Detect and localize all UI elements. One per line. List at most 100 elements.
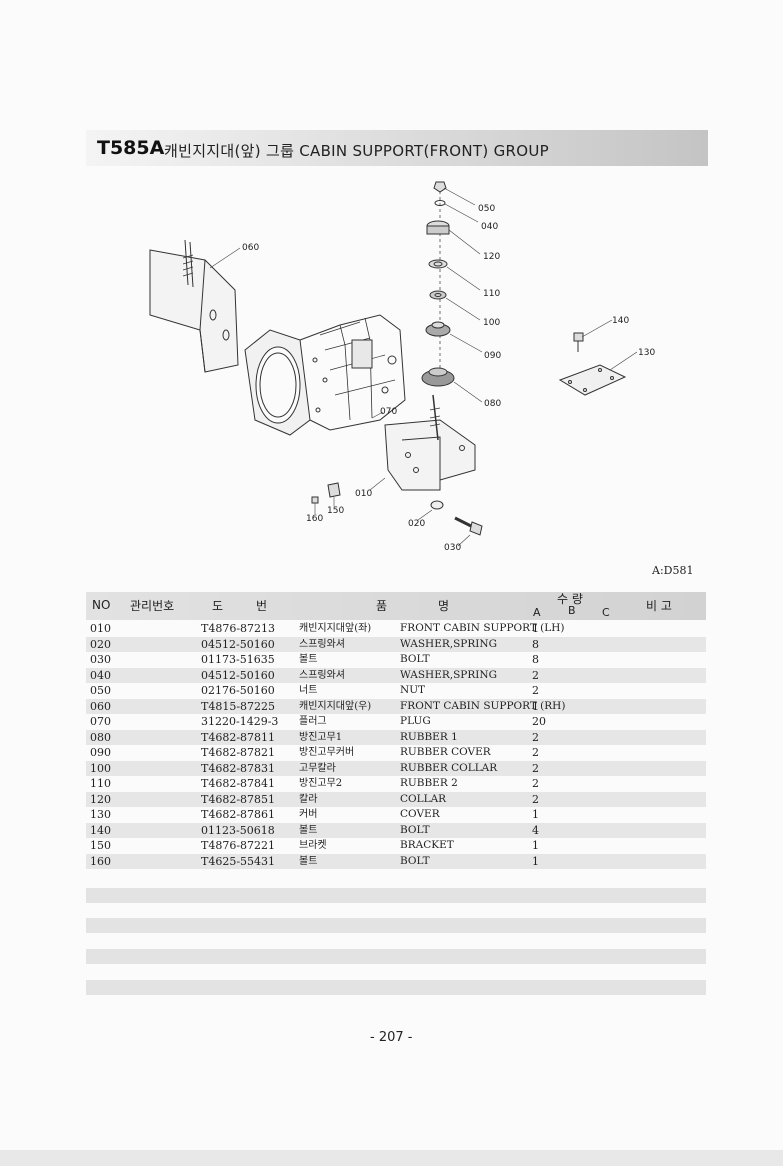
row-english-name: WASHER,SPRING — [400, 668, 497, 681]
row-qty-a: 1 — [532, 854, 539, 868]
row-english-name: RUBBER COLLAR — [400, 761, 498, 774]
row-english-name: COVER — [400, 808, 440, 820]
row-part-number: T4682-87861 — [201, 808, 276, 821]
row-no: 070 — [90, 715, 111, 728]
row-korean-name: 플러그 — [299, 716, 327, 727]
header-no: NO — [92, 598, 111, 612]
row-korean-name: 커버 — [299, 809, 318, 820]
part-010-bracket — [384, 394, 476, 491]
callout-100: 100 — [483, 318, 500, 328]
row-part-number: 04512-50160 — [201, 637, 275, 651]
part-020-030 — [430, 500, 483, 536]
row-english-name: COLLAR — [400, 792, 447, 805]
callout-080: 080 — [484, 399, 501, 409]
header-draw-2: 번 — [256, 599, 268, 613]
row-part-number: T4815-87225 — [201, 699, 276, 713]
row-no: 010 — [90, 622, 111, 635]
callout-030: 030 — [444, 543, 461, 553]
callout-020: 020 — [408, 519, 425, 529]
scan-edge — [0, 1150, 783, 1166]
callout-110: 110 — [483, 289, 500, 299]
row-part-number: T4682-87841 — [201, 777, 276, 790]
row-qty-a: 2 — [532, 777, 539, 790]
callout-070: 070 — [380, 407, 397, 417]
row-qty-a: 2 — [532, 792, 539, 806]
row-english-name: NUT — [400, 684, 426, 696]
row-korean-name: 캐빈지지대앞(우) — [299, 700, 372, 712]
row-qty-a: 2 — [532, 730, 539, 744]
callout-060: 060 — [242, 243, 259, 253]
callout-150: 150 — [327, 506, 344, 516]
part-140-bolt — [573, 332, 584, 352]
row-no: 110 — [90, 777, 111, 790]
header-qty-a: A — [533, 606, 541, 619]
table-row: 040 04512-50160 스프링와셔 WASHER,SPRING 2 — [86, 667, 706, 683]
group-code: T585A — [97, 137, 165, 159]
callout-050: 050 — [478, 204, 495, 214]
group-title: 캐빈지지대(앞) 그룹 CABIN SUPPORT(FRONT) GROUP — [164, 142, 549, 160]
row-korean-name: 스프링와셔 — [299, 669, 345, 681]
row-no: 020 — [90, 637, 111, 651]
row-no: 040 — [90, 668, 111, 682]
row-english-name: BOLT — [400, 653, 430, 665]
row-qty-a: 1 — [532, 839, 539, 852]
row-english-name: BRACKET — [400, 839, 454, 851]
row-english-name: RUBBER 1 — [400, 730, 458, 743]
row-no: 100 — [90, 761, 111, 775]
header-qty: 수 량 — [557, 592, 583, 606]
blank-row-band — [86, 888, 706, 903]
row-qty-a: 2 — [532, 684, 539, 697]
callout-160: 160 — [306, 514, 323, 524]
row-part-number: T4682-87821 — [201, 746, 276, 759]
transmission-housing — [244, 314, 406, 436]
row-qty-a: 2 — [532, 668, 539, 682]
table-row: 110 T4682-87841 방진고무2 RUBBER 2 2 — [86, 776, 706, 792]
header-qty-c: C — [602, 606, 610, 619]
row-english-name: RUBBER 2 — [400, 777, 458, 789]
row-part-number: 02176-50160 — [201, 684, 275, 697]
header-draw-1: 도 — [212, 599, 224, 613]
row-part-number: 31220-1429-3 — [201, 715, 279, 728]
page-number: - 207 - — [370, 1030, 413, 1045]
header-qty-b: B — [568, 604, 576, 617]
row-korean-name: 방진고무커버 — [299, 747, 355, 758]
callout-040: 040 — [481, 222, 498, 232]
row-english-name: FRONT CABIN SUPPORT (LH) — [400, 622, 565, 634]
row-qty-a: 8 — [532, 653, 539, 666]
callout-010: 010 — [355, 489, 372, 499]
row-english-name: BOLT — [400, 854, 430, 867]
row-part-number: 04512-50160 — [201, 668, 275, 682]
header-mgmt: 관리번호 — [130, 599, 175, 613]
row-no: 160 — [90, 854, 111, 868]
callout-090: 090 — [484, 351, 501, 361]
row-no: 130 — [90, 808, 111, 821]
table-header: NO 관리번호 도 번 품 명 수 량 A B C 비 고 — [86, 592, 706, 620]
row-part-number: T4682-87811 — [201, 730, 276, 744]
row-korean-name: 볼트 — [299, 654, 318, 665]
row-korean-name: 고무칼라 — [299, 762, 336, 774]
row-no: 050 — [90, 684, 111, 697]
row-no: 080 — [90, 730, 111, 744]
row-korean-name: 캐빈지지대앞(좌) — [299, 623, 372, 634]
row-qty-a: 2 — [532, 761, 539, 775]
row-no: 030 — [90, 653, 111, 666]
row-korean-name: 방진고무2 — [299, 778, 343, 789]
row-qty-a: 4 — [532, 823, 539, 837]
row-qty-a: 8 — [532, 637, 539, 651]
row-english-name: RUBBER COVER — [400, 746, 491, 758]
callout-120: 120 — [483, 252, 500, 262]
row-no: 060 — [90, 699, 111, 713]
row-no: 120 — [90, 792, 111, 806]
blank-row-band — [86, 980, 706, 995]
row-korean-name: 스프링와셔 — [299, 638, 345, 650]
title-bar — [86, 130, 708, 166]
